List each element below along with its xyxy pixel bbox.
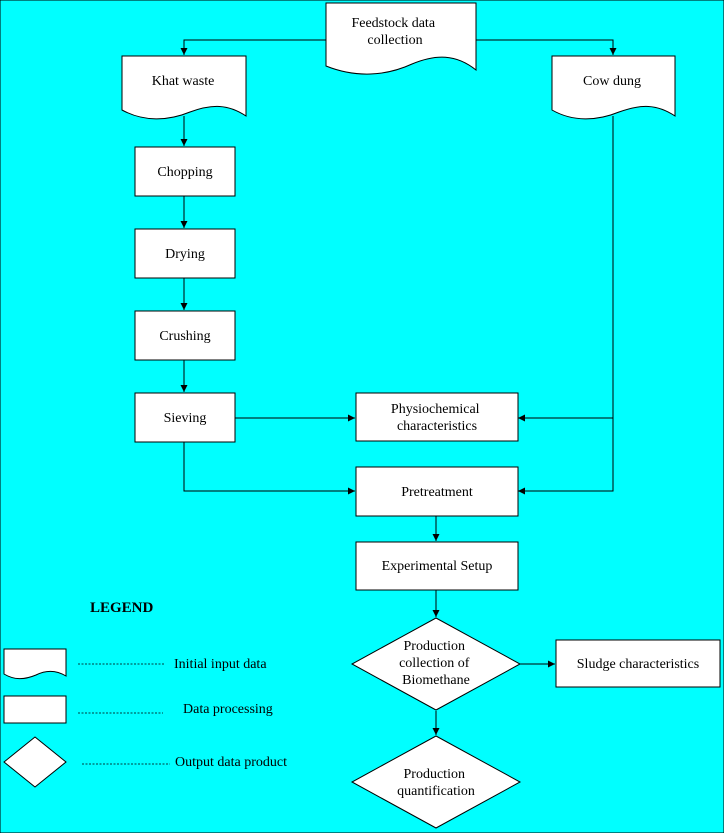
cow-dung-label: Cow dung — [583, 74, 641, 89]
crushing-node — [134, 310, 236, 361]
experimental-setup-node — [355, 541, 519, 591]
crushing-label: Crushing — [159, 329, 210, 344]
legend-process-symbol — [3, 695, 67, 724]
khat-waste-node — [121, 55, 247, 120]
connectors — [180, 39, 617, 735]
legend-process-label: Data processing — [183, 702, 273, 717]
legend-document-symbol — [3, 648, 67, 680]
experimental-setup-label: Experimental Setup — [382, 559, 493, 574]
sieving-label: Sieving — [164, 411, 207, 426]
cow-dung-node — [551, 55, 676, 120]
feedstock-data-collection-node — [325, 2, 477, 75]
production-collection-node — [350, 617, 522, 711]
chopping-label: Chopping — [157, 165, 212, 180]
feedstock-data-collection-label: Feedstock data collection — [351, 16, 438, 48]
legend-diamond-symbol — [3, 736, 67, 788]
sludge-characteristics-node — [555, 639, 721, 688]
pretreatment-label: Pretreatment — [401, 485, 473, 500]
connector-feedstock-to-cowdung — [476, 39, 617, 55]
legend: LEGEND Initial input data Data processin… — [3, 600, 287, 788]
sieving-node — [134, 392, 236, 443]
legend-input-label: Initial input data — [174, 657, 267, 672]
connector-cowdung-to-pretreatment — [518, 116, 614, 495]
khat-waste-label: Khat waste — [152, 74, 215, 89]
drying-label: Drying — [165, 247, 205, 262]
connector-sieving-to-pretreatment — [183, 442, 355, 495]
production-quantification-node — [350, 735, 522, 829]
legend-output-label: Output data product — [175, 755, 287, 770]
sludge-characteristics-label: Sludge characteristics — [577, 657, 699, 672]
drying-node — [134, 228, 236, 279]
physiochemical-characteristics-node — [355, 392, 519, 442]
physiochemical-characteristics-label: Physiochemical characteristics — [391, 402, 483, 434]
production-quantification-label: Production quantification — [397, 767, 475, 799]
legend-title: LEGEND — [90, 600, 154, 616]
production-collection-label: Production collection of Biomethane — [399, 639, 473, 688]
chopping-node — [134, 146, 236, 197]
connector-feedstock-to-khat — [180, 39, 326, 55]
pretreatment-node — [355, 466, 519, 517]
